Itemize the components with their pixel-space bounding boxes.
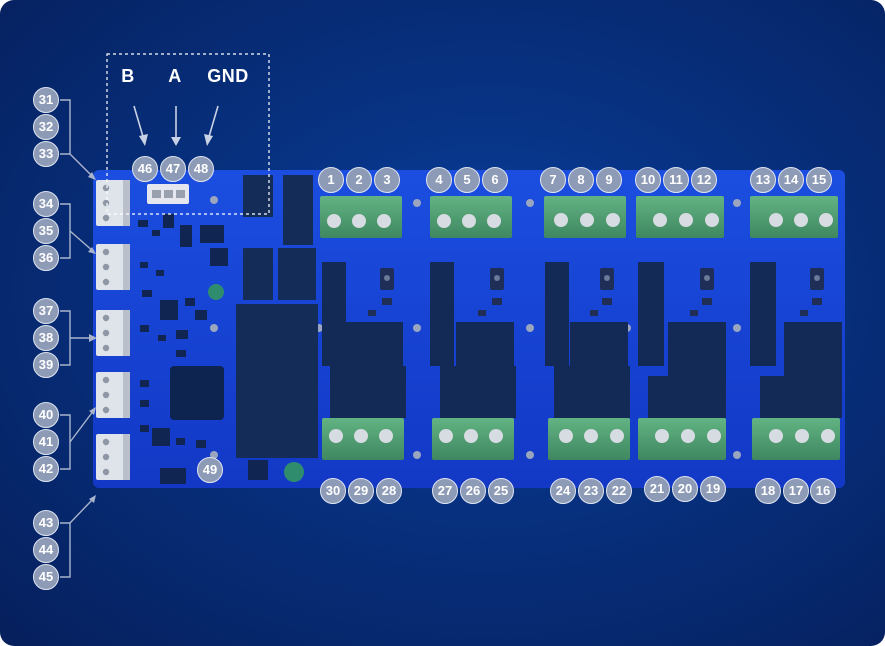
top-terminals	[320, 196, 838, 238]
label-a: A	[168, 66, 182, 86]
label-gnd: GND	[207, 66, 249, 86]
marker-16: 16	[810, 478, 836, 504]
marker-25: 25	[488, 478, 514, 504]
mounting-holes	[210, 196, 741, 459]
marker-48: 48	[188, 156, 214, 182]
marker-8: 8	[568, 167, 594, 193]
left-connectors	[96, 180, 130, 480]
marker-32: 32	[33, 114, 59, 140]
marker-30: 30	[320, 478, 346, 504]
marker-43: 43	[33, 510, 59, 536]
marker-11: 11	[663, 167, 689, 193]
smd-components	[138, 214, 228, 484]
mcu-chip	[170, 366, 224, 420]
marker-7: 7	[540, 167, 566, 193]
marker-4: 4	[426, 167, 452, 193]
marker-28: 28	[376, 478, 402, 504]
leader-lines	[60, 99, 95, 578]
marker-19: 19	[700, 476, 726, 502]
power-block	[236, 175, 318, 458]
marker-37: 37	[33, 298, 59, 324]
marker-47: 47	[160, 156, 186, 182]
marker-41: 41	[33, 429, 59, 455]
marker-9: 9	[596, 167, 622, 193]
marker-21: 21	[644, 476, 670, 502]
marker-15: 15	[806, 167, 832, 193]
marker-1: 1	[318, 167, 344, 193]
marker-44: 44	[33, 537, 59, 563]
green-led	[208, 284, 224, 300]
marker-29: 29	[348, 478, 374, 504]
marker-49: 49	[197, 457, 223, 483]
marker-6: 6	[482, 167, 508, 193]
marker-42: 42	[33, 456, 59, 482]
marker-35: 35	[33, 218, 59, 244]
marker-24: 24	[550, 478, 576, 504]
marker-45: 45	[33, 564, 59, 590]
rs485-header	[147, 184, 189, 204]
bottom-terminals	[322, 418, 840, 460]
marker-17: 17	[783, 478, 809, 504]
label-arrows	[133, 105, 219, 141]
marker-23: 23	[578, 478, 604, 504]
marker-40: 40	[33, 402, 59, 428]
marker-12: 12	[691, 167, 717, 193]
marker-10: 10	[635, 167, 661, 193]
marker-3: 3	[374, 167, 400, 193]
marker-22: 22	[606, 478, 632, 504]
marker-26: 26	[460, 478, 486, 504]
marker-33: 33	[33, 141, 59, 167]
marker-5: 5	[454, 167, 480, 193]
marker-46: 46	[132, 156, 158, 182]
marker-14: 14	[778, 167, 804, 193]
marker-39: 39	[33, 352, 59, 378]
marker-36: 36	[33, 245, 59, 271]
marker-2: 2	[346, 167, 372, 193]
marker-20: 20	[672, 476, 698, 502]
relay-channels	[322, 262, 842, 418]
marker-18: 18	[755, 478, 781, 504]
label-b: B	[121, 66, 135, 86]
marker-31: 31	[33, 87, 59, 113]
rs485-highlight	[106, 53, 270, 215]
marker-34: 34	[33, 191, 59, 217]
marker-27: 27	[432, 478, 458, 504]
marker-38: 38	[33, 325, 59, 351]
marker-13: 13	[750, 167, 776, 193]
green-cap	[284, 462, 304, 482]
